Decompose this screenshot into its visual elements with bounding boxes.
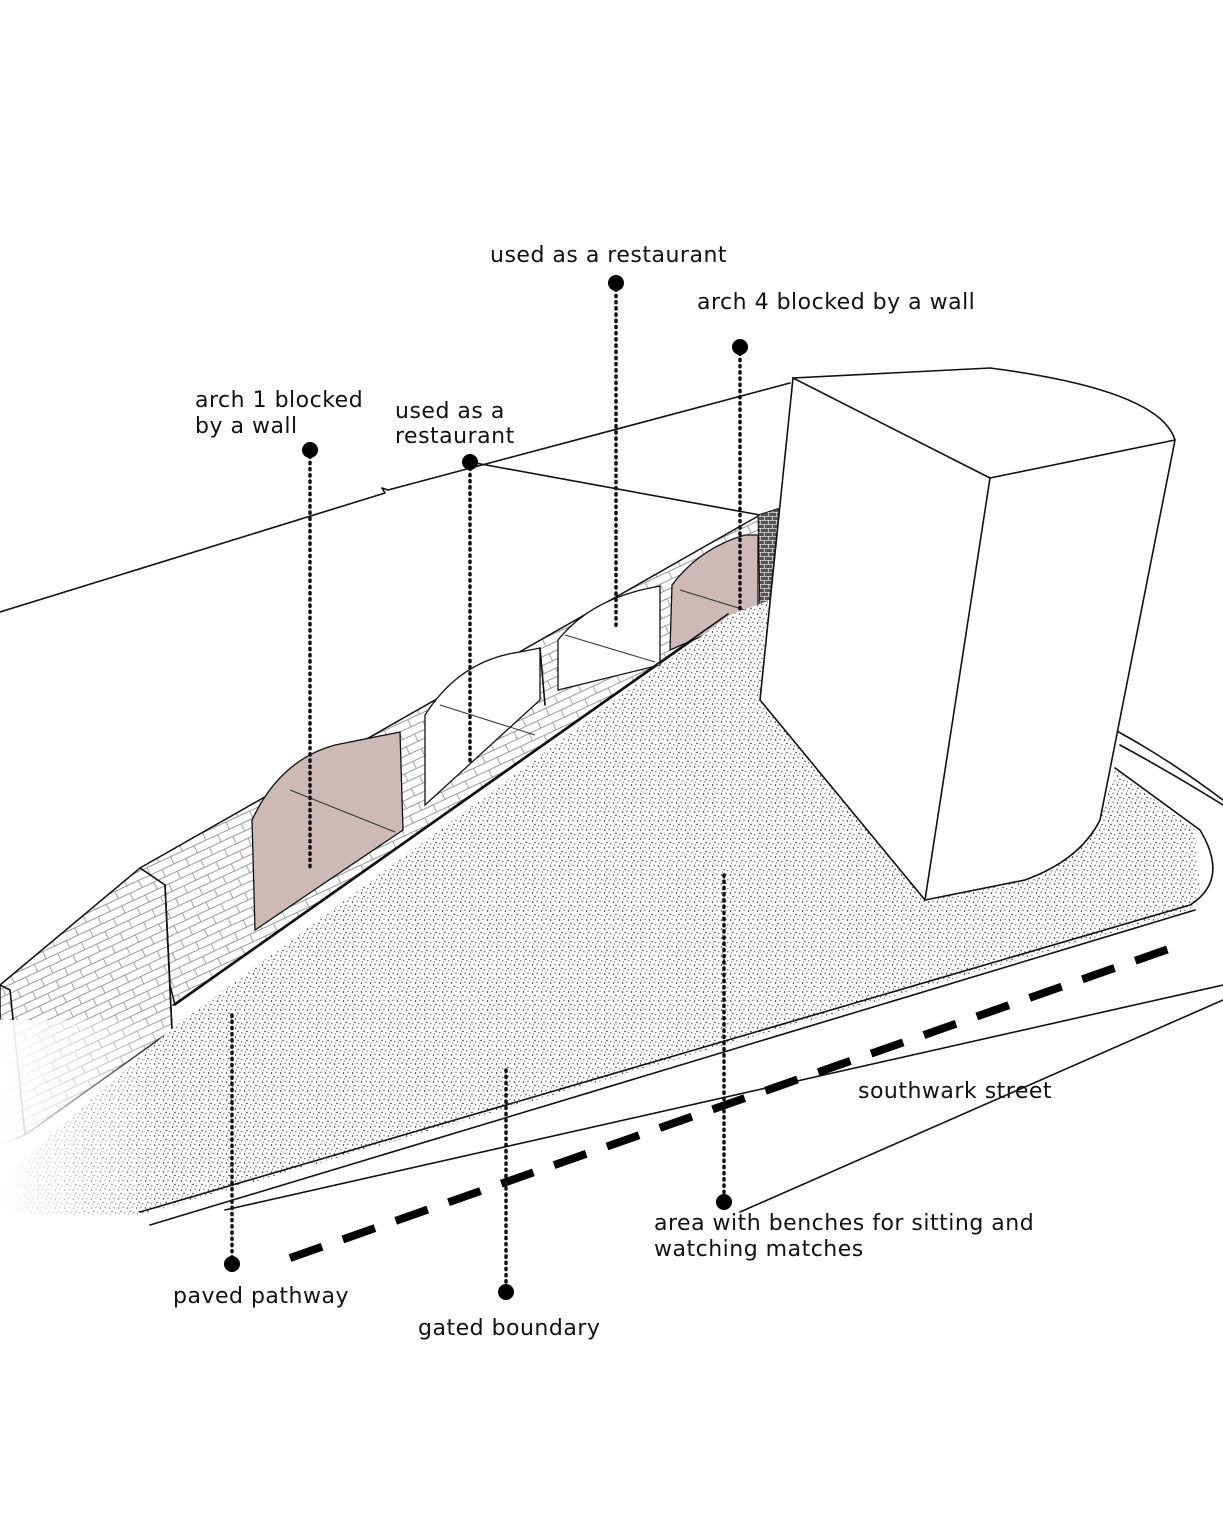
label-benches-line1: area with benches for sitting and [654, 1211, 1034, 1236]
label-gated-boundary: gated boundary [418, 1316, 600, 1341]
label-southwark-street: southwark street [858, 1079, 1052, 1104]
label-restaurant-2: used as a restaurant [490, 243, 727, 268]
marker-restaurant-1 [462, 454, 478, 470]
label-restaurant-1-line1: used as a [395, 399, 505, 424]
road-edge [740, 1000, 1223, 1212]
marker-paved-pathway [224, 1256, 240, 1272]
label-arch1-line2: by a wall [195, 414, 298, 439]
marker-arch1 [302, 442, 318, 458]
label-restaurant-1-line2: restaurant [395, 424, 515, 449]
marker-gated-boundary [498, 1284, 514, 1300]
marker-arch4 [732, 339, 748, 355]
label-benches-line2: watching matches [654, 1237, 864, 1262]
label-arch1-line1: arch 1 blocked [195, 388, 363, 413]
label-arch4: arch 4 blocked by a wall [697, 290, 975, 315]
marker-restaurant-2 [608, 275, 624, 291]
label-paved-pathway: paved pathway [173, 1284, 349, 1309]
marker-benches [716, 1194, 732, 1210]
